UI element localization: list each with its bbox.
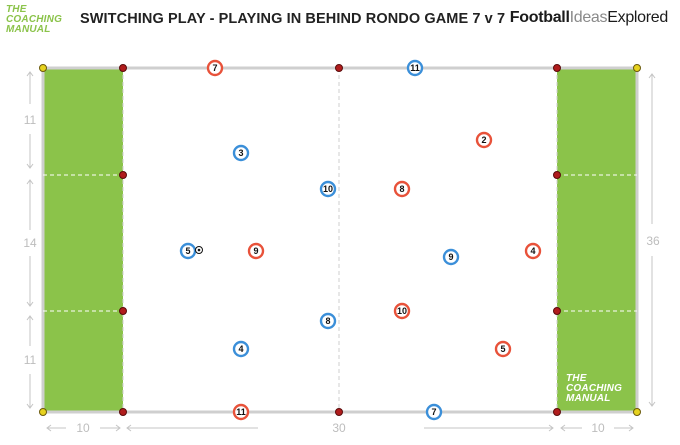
corner-cone [39, 408, 47, 416]
red-player: 9 [247, 242, 265, 260]
cone [335, 64, 343, 72]
player-number: 7 [212, 63, 217, 73]
header: THE COACHING MANUAL SWITCHING PLAY - PLA… [0, 0, 680, 40]
brand-word: Explored [607, 9, 668, 26]
left-end-zone [43, 68, 123, 412]
blue-player: 7 [425, 403, 443, 421]
corner-cone [633, 408, 641, 416]
dimension-label-bottom-left: 10 [76, 421, 90, 435]
dimension-label-bottom-right: 10 [591, 421, 605, 435]
cone [335, 408, 343, 416]
players: 7 2 8 9 4 10 5 11 11 3 10 5 9 8 4 7 [179, 59, 542, 421]
brand-word: Football [509, 9, 570, 26]
player-number: 5 [500, 344, 505, 354]
dimension-label-left-top: 11 [24, 113, 37, 127]
red-player: 4 [524, 242, 542, 260]
dimension-label-left-middle: 14 [23, 236, 37, 250]
corner-cone [633, 64, 641, 72]
blue-player: 10 [319, 180, 337, 198]
red-player: 2 [475, 131, 493, 149]
blue-player: 11 [406, 59, 424, 77]
player-number: 8 [399, 184, 404, 194]
blue-player: 8 [319, 312, 337, 330]
red-player: 7 [206, 59, 224, 77]
zone-lines [122, 68, 558, 412]
red-player: 10 [393, 302, 411, 320]
cone [119, 171, 127, 179]
red-player: 8 [393, 180, 411, 198]
right-end-zone [557, 68, 637, 412]
logo-line: THE [6, 4, 27, 15]
player-number: 8 [325, 316, 330, 326]
coaching-manual-logo: THE COACHING MANUAL [6, 5, 68, 39]
blue-player: 9 [442, 248, 460, 266]
blue-player: 5 [179, 242, 197, 260]
dimension-label-left-bottom: 11 [24, 353, 37, 367]
player-number: 4 [530, 246, 535, 256]
dimension-label-right: 36 [646, 234, 660, 248]
cone [553, 408, 561, 416]
cone [119, 408, 127, 416]
red-player: 11 [232, 403, 250, 421]
bottom-dimension-arrows [46, 424, 634, 432]
player-number: 10 [397, 306, 407, 316]
player-number: 3 [238, 148, 243, 158]
right-dimension-arrows [648, 73, 656, 407]
brand-word: Ideas [569, 9, 608, 26]
coaching-manual-watermark: THE COACHING MANUAL [566, 374, 628, 408]
player-number: 9 [253, 246, 258, 256]
blue-player: 4 [232, 340, 250, 358]
player-number: 7 [431, 407, 436, 417]
player-number: 4 [238, 344, 243, 354]
logo-line: COACHING [566, 383, 623, 394]
football-ideas-explored-logo: FootballIdeasExplored [509, 9, 669, 27]
cone [553, 171, 561, 179]
player-number: 11 [236, 407, 246, 417]
player-number: 11 [410, 63, 420, 73]
page-title: SWITCHING PLAY - PLAYING IN BEHIND RONDO… [80, 11, 506, 27]
player-number: 10 [323, 184, 333, 194]
logo-line: COACHING [6, 14, 63, 25]
red-player: 5 [494, 340, 512, 358]
logo-line: MANUAL [6, 24, 51, 35]
pitch-outline [41, 66, 639, 414]
dimension-label-bottom-middle: 30 [332, 421, 346, 435]
cone [119, 307, 127, 315]
logo-line: MANUAL [566, 393, 611, 404]
cone [553, 307, 561, 315]
corner-cone [39, 64, 47, 72]
cones [39, 64, 641, 416]
blue-player: 3 [232, 144, 250, 162]
player-number: 2 [481, 135, 486, 145]
cone [553, 64, 561, 72]
logo-line: THE [566, 373, 587, 384]
cone [119, 64, 127, 72]
end-zone-dividers [43, 174, 637, 312]
left-dimension-arrows [26, 71, 34, 409]
player-number: 9 [448, 252, 453, 262]
ball-icon [195, 246, 203, 254]
player-number: 5 [185, 246, 190, 256]
